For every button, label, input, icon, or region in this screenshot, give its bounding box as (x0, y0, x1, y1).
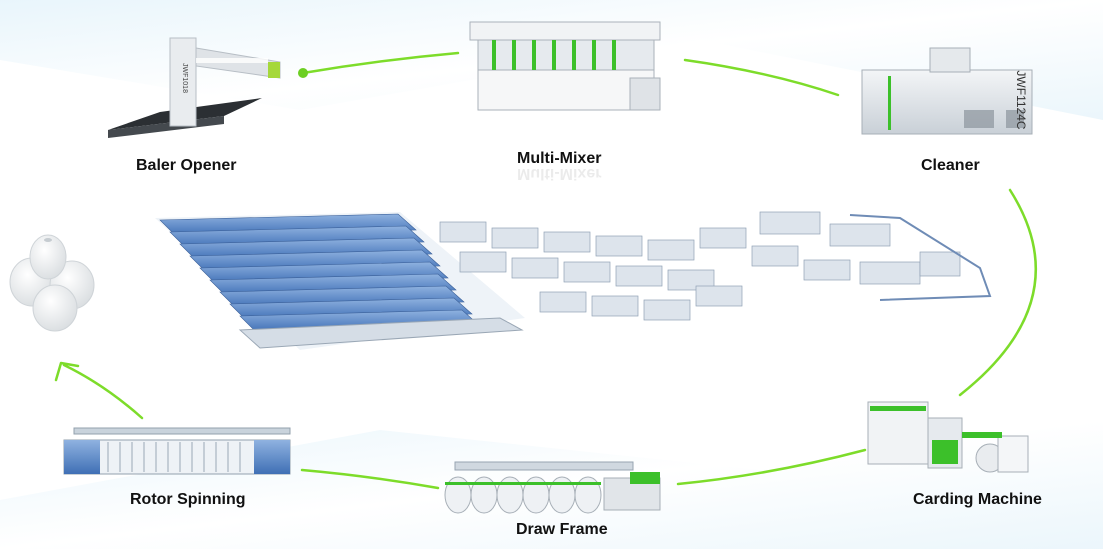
flow-line-baler-to-mixer (301, 51, 460, 75)
flow-line-drawframe-to-rotor (300, 468, 440, 490)
flow-arrow-head-icon (54, 361, 80, 382)
draw-frame-unit (444, 461, 661, 514)
conveyor-duct (849, 214, 992, 301)
label-carding-machine: Carding Machine (913, 491, 1042, 508)
label-draw-frame: Draw Frame (516, 521, 608, 538)
yarn-cones-icon (9, 234, 95, 332)
cleaner-model: JWF1124C (1014, 70, 1028, 129)
label-multi-mixer: Multi-Mixer (517, 150, 602, 167)
rotor-spinning-unit (63, 427, 291, 475)
rotor-spinning-rows (155, 212, 525, 350)
label-baler-opener: Baler Opener (136, 157, 237, 174)
baler-opener-machine: JWF1018 (108, 37, 281, 138)
preparation-machines (439, 211, 961, 321)
carding-machine-unit (867, 401, 1029, 473)
baler-opener-brand: JWF1018 (181, 63, 188, 93)
label-multi-mixer-reflection: Multi-Mixer (517, 165, 602, 182)
label-rotor-spinning: Rotor Spinning (130, 491, 246, 508)
multi-mixer-machine (469, 21, 661, 111)
flow-line-cleaner-to-carding (958, 188, 1037, 397)
label-cleaner: Cleaner (921, 157, 980, 174)
spinning-mill-overview (155, 211, 992, 350)
flow-line-carding-to-drawframe (676, 448, 867, 486)
cleaner-machine: JWF1124C (861, 47, 1033, 135)
flow-line-rotor-to-yarn (62, 363, 144, 420)
flow-line-mixer-to-cleaner (683, 58, 840, 97)
flow-start-dot (298, 68, 308, 78)
flow-lines (62, 51, 1037, 490)
